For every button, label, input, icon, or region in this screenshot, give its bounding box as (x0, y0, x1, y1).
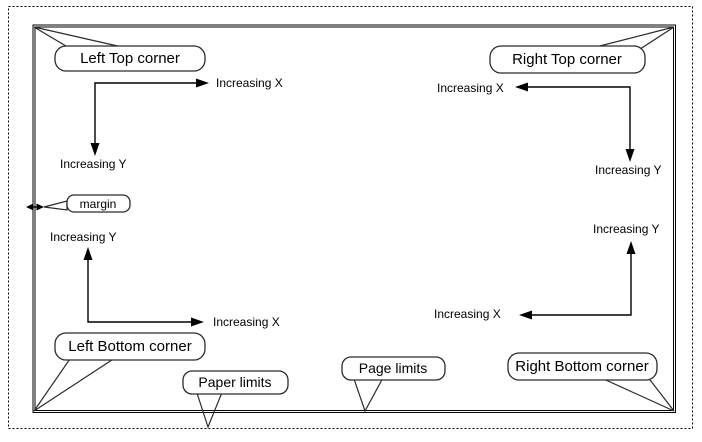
callout-margin-label: margin (80, 197, 117, 211)
axis-top-right: Increasing X Increasing Y (437, 81, 662, 177)
callout-left-bottom-label: Left Bottom corner (68, 338, 191, 355)
callout-paper-limits-bubble (182, 370, 289, 395)
axis-top-left-lines (94, 82, 196, 143)
axis-bottom-left-x-arrowhead-icon (191, 317, 204, 327)
callout-page-limits-bubble (341, 356, 446, 381)
axis-top-left-x-label: Increasing X (216, 76, 283, 90)
callout-right-bottom-bubble (507, 352, 658, 381)
callout-page-limits-tail (352, 375, 386, 413)
callout-right-top-bubble (489, 45, 646, 74)
axis-bottom-right-y-label: Increasing Y (593, 222, 660, 236)
axis-top-right-y-label: Increasing Y (595, 163, 662, 177)
margin-arrow-left-head-icon (26, 203, 34, 211)
axis-bottom-left-y-label: Increasing Y (50, 230, 117, 244)
axis-top-right-lines (528, 86, 631, 149)
callout-right-bottom-tail (596, 375, 675, 412)
axis-bottom-left-lines (87, 260, 191, 323)
axis-top-right-y-arrowhead-icon (625, 149, 635, 162)
callout-paper-limits-tail (195, 389, 224, 429)
margin-measure-arrow (26, 203, 44, 211)
axis-top-left-x-arrowhead-icon (196, 78, 209, 88)
axis-bottom-right-x-arrowhead-icon (519, 310, 532, 320)
axis-top-left: Increasing X Increasing Y (60, 76, 283, 171)
axis-top-left-y-arrowhead-icon (90, 143, 100, 156)
margin-arrow-right-head-icon (36, 203, 44, 211)
page-limits-border-inner-gap (33, 25, 675, 412)
callout-margin-tail (43, 200, 68, 211)
axis-bottom-left-y-arrowhead-icon (83, 247, 93, 260)
axis-bottom-right-x-label: Increasing X (434, 307, 501, 321)
callout-margin-bubble (66, 194, 131, 213)
axis-top-left-y-label: Increasing Y (60, 157, 127, 171)
axis-bottom-left: Increasing X Increasing Y (50, 230, 280, 329)
axis-bottom-right: Increasing X Increasing Y (434, 222, 660, 321)
callout-left-top-bubble (54, 45, 206, 72)
axis-top-right-x-arrowhead-icon (515, 82, 528, 92)
axis-top-right-x-label: Increasing X (437, 81, 504, 95)
callout-right-top-label: Right Top corner (512, 51, 622, 68)
callout-paper-limits-label: Paper limits (198, 374, 271, 390)
callout-left-bottom-bubble (54, 332, 206, 361)
callout-right-bottom-label: Right Bottom corner (515, 358, 648, 375)
callout-left-top-label: Left Top corner (80, 50, 180, 67)
axis-bottom-right-y-arrowhead-icon (626, 241, 636, 254)
callout-page-limits-label: Page limits (359, 360, 427, 376)
callout-left-bottom-tail (33, 355, 121, 412)
paper-limits-border (8, 6, 693, 429)
axis-bottom-right-lines (532, 254, 632, 316)
axis-bottom-left-x-label: Increasing X (213, 315, 280, 329)
